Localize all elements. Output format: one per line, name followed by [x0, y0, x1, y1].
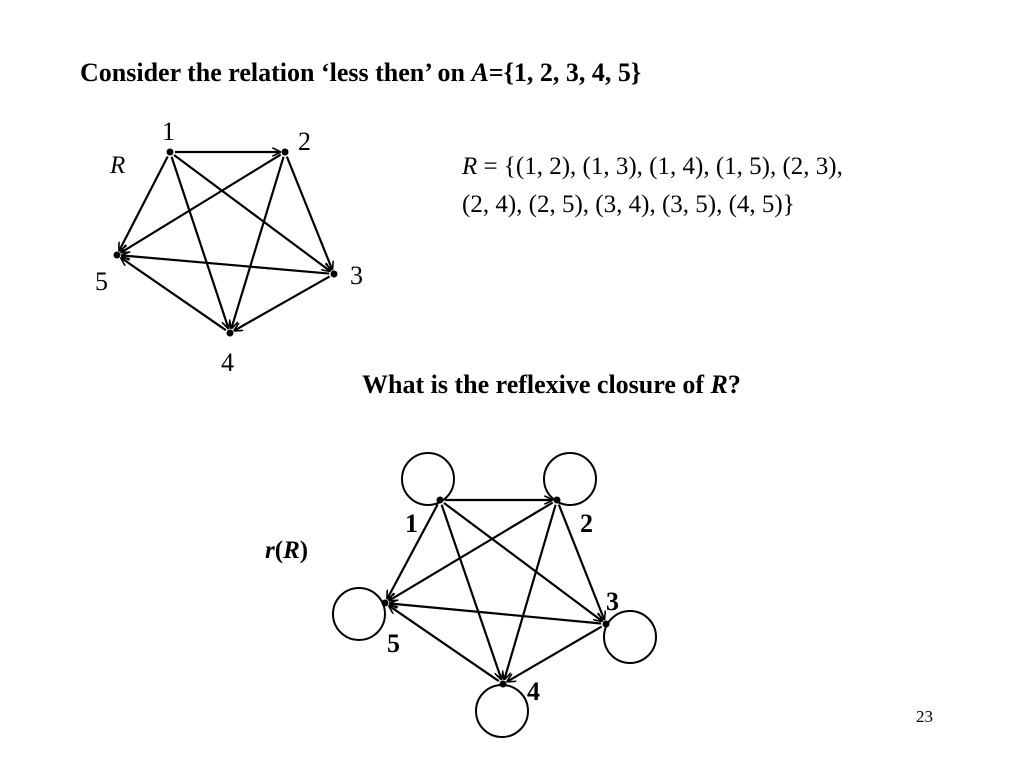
g2-edge-1-5 [387, 503, 439, 598]
g2-edge-2-4 [504, 504, 557, 679]
slide-title: Consider the relation ‘less then’ on A={… [80, 60, 641, 86]
g2-self-loop-2 [543, 452, 597, 506]
g2-self-loop-1 [401, 452, 455, 506]
g2-node-label-4: 4 [527, 677, 540, 706]
title-set-elements: ={1, 2, 3, 4, 5} [488, 58, 642, 87]
relation-definition: R = {(1, 2), (1, 3), (1, 4), (1, 5), (2,… [462, 148, 1002, 224]
g1-edge-3-5 [122, 255, 330, 275]
g1-edge-2-4 [231, 156, 285, 328]
g2-node-label-1: 1 [405, 509, 418, 538]
g2-self-loop-4 [475, 684, 529, 738]
g1-node-5 [113, 251, 121, 259]
graph2-label-close: ) [300, 537, 308, 564]
question-prefix: What is the reflexive closure of [362, 370, 711, 399]
graph2-nodes: 1 2 3 4 5 [381, 496, 619, 706]
relation-graph: R 1 2 3 4 5 [95, 117, 363, 377]
g1-node-2 [281, 148, 289, 156]
g1-node-label-5: 5 [95, 267, 108, 296]
question-variable: R [710, 370, 728, 399]
graph1-edges [119, 152, 332, 331]
graph2-label-fn: r [265, 537, 275, 564]
g2-self-loop-3 [603, 610, 657, 664]
g1-node-3 [330, 270, 338, 278]
g1-edge-2-3 [285, 156, 332, 270]
g1-node-4 [226, 329, 234, 337]
g2-node-2 [553, 496, 561, 504]
g1-node-label-2: 2 [298, 127, 311, 156]
g1-edge-4-5 [121, 258, 227, 332]
relation-line-1: R = {(1, 2), (1, 3), (1, 4), (1, 5), (2,… [462, 148, 1002, 186]
g1-node-label-3: 3 [350, 261, 363, 290]
g2-self-loop-5 [332, 587, 386, 641]
reflexive-closure-graph: r(R) 1 2 3 4 5 [265, 452, 657, 738]
g1-edge-3-4 [234, 275, 331, 330]
g2-node-label-2: 2 [580, 509, 593, 538]
g1-node-1 [166, 148, 174, 156]
graph2-label-open: ( [275, 537, 283, 564]
g2-edge-3-5 [390, 603, 602, 625]
g1-edge-1-5 [119, 155, 169, 250]
relation-line-2: (2, 4), (2, 5), (3, 4), (3, 5), (4, 5)} [462, 191, 795, 218]
g2-edge-2-5 [389, 501, 554, 601]
graph1-nodes: 1 2 3 4 5 [95, 117, 363, 377]
g2-node-4 [499, 680, 507, 688]
g2-node-label-3: 3 [606, 587, 619, 616]
question-mark: ? [727, 370, 741, 399]
graph2-label-var: R [282, 537, 300, 564]
graph2-edges [387, 500, 604, 681]
page-number: 23 [916, 707, 933, 726]
relation-pairs-1: = {(1, 2), (1, 3), (1, 4), (1, 5), (2, 3… [477, 153, 843, 180]
g1-edge-2-5 [121, 153, 282, 253]
g1-edge-1-3 [173, 154, 330, 271]
g2-edge-2-3 [557, 504, 604, 620]
g2-edge-4-5 [389, 606, 500, 683]
g2-node-1 [436, 496, 444, 504]
g1-node-label-1: 1 [162, 117, 175, 146]
g2-edge-3-4 [507, 625, 603, 682]
graph2-label: r(R) [265, 537, 308, 564]
title-set-variable: A [471, 58, 489, 87]
g2-edge-1-3 [443, 502, 602, 621]
g2-node-3 [602, 620, 610, 628]
g1-edge-1-4 [170, 156, 229, 329]
graph1-label: R [109, 152, 125, 179]
g1-node-label-4: 4 [221, 348, 234, 377]
relation-variable: R [462, 153, 478, 180]
g2-edge-1-4 [440, 504, 502, 680]
g2-node-5 [381, 599, 389, 607]
question-text: What is the reflexive closure of R? [362, 372, 741, 398]
title-text: Consider the relation ‘less then’ on [80, 58, 472, 87]
g2-node-label-5: 5 [387, 629, 400, 658]
